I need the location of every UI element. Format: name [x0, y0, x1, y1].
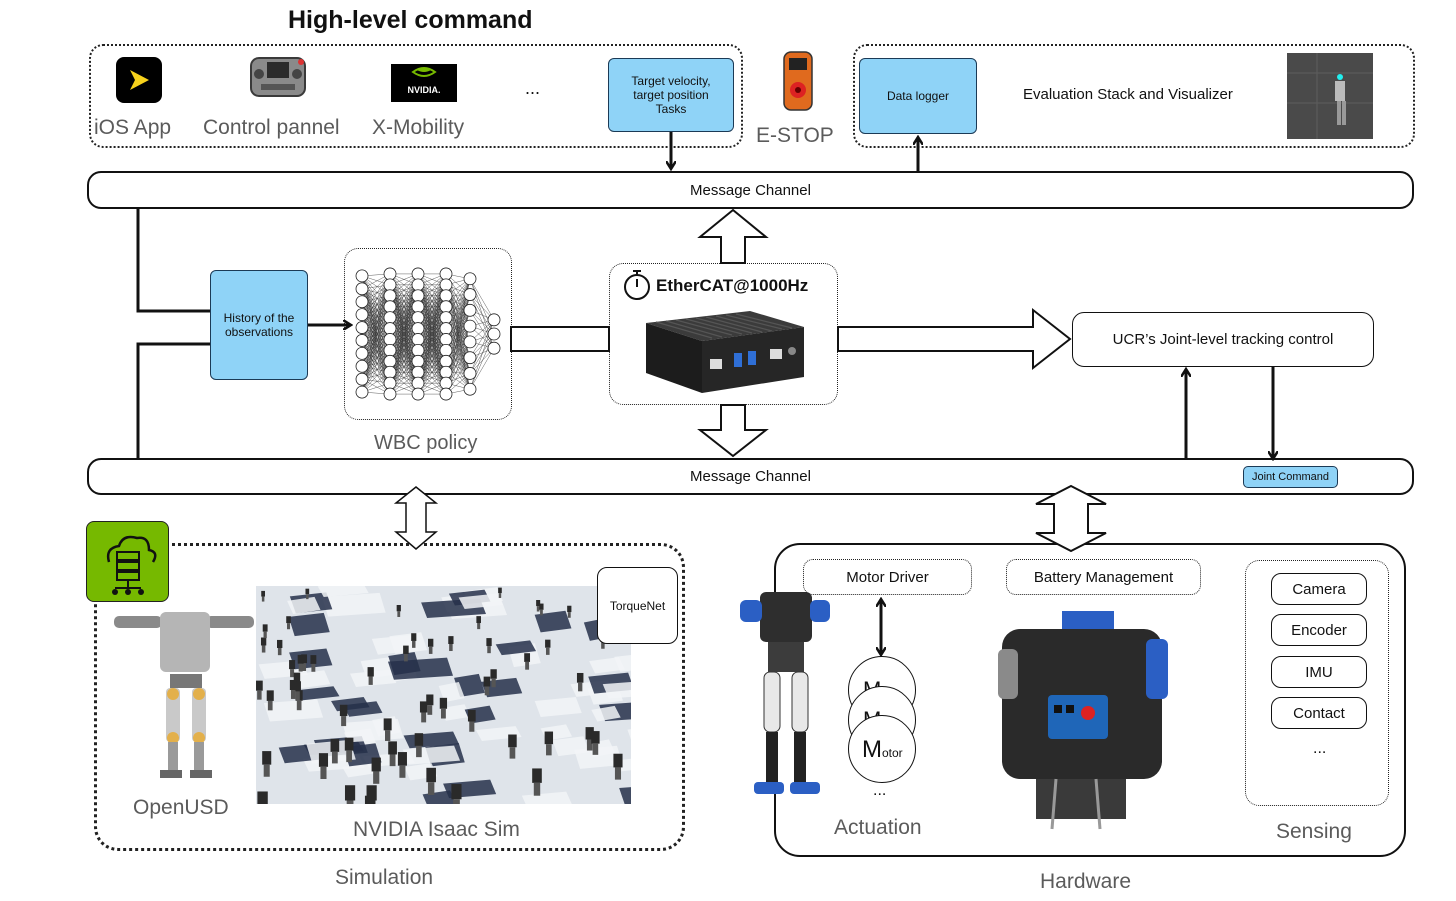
motor-label-small: otor: [882, 746, 903, 760]
openusd-label: OpenUSD: [133, 796, 229, 819]
simulation-group: [94, 543, 685, 851]
simulation-label: Simulation: [335, 866, 434, 889]
estop-device-icon: [781, 50, 815, 112]
sensor-contact: Contact: [1271, 697, 1367, 729]
humanoid-robot-image: [724, 586, 832, 808]
evaluation-label: Evaluation Stack and Visualizer: [1023, 86, 1233, 103]
sensor-imu: IMU: [1271, 656, 1367, 688]
x-mobility-label: X-Mobility: [372, 116, 465, 139]
isaac-sim-render: [256, 586, 631, 804]
joint-command-box: Joint Command: [1243, 466, 1338, 488]
hollow-bar-policy-ethercat: [510, 326, 610, 352]
motor-circle-3: Motor: [848, 715, 916, 783]
high-level-command-group: [89, 44, 743, 148]
visualizer-thumbnail: [1287, 53, 1373, 139]
message-channel-top: Message Channel: [87, 171, 1414, 209]
estop-label: E-STOP: [756, 124, 834, 147]
hardware-label: Hardware: [1040, 870, 1132, 893]
hollow-arrow-ethercat-down: [697, 404, 769, 458]
ios-app-label: iOS App: [94, 116, 172, 139]
nvidia-logo-text: NVIDIA.: [407, 85, 441, 95]
ios-app-icon: [116, 57, 162, 103]
ucr-joint-control-box: UCR’s Joint-level tracking control: [1072, 312, 1374, 367]
control-panel-label: Control pannel: [203, 116, 340, 139]
battery-management-box: Battery Management: [1006, 559, 1201, 595]
sensor-ellipsis: ...: [1313, 740, 1327, 757]
stopwatch-icon: [622, 268, 652, 302]
evaluation-group: [853, 44, 1415, 148]
sensing-group: [1245, 560, 1389, 806]
diagram-title: High-level command: [288, 6, 533, 34]
isaac-sim-label: NVIDIA Isaac Sim: [353, 818, 520, 841]
target-velocity-box: Target velocity, target position Tasks: [608, 58, 734, 132]
data-logger-box: Data logger: [859, 58, 977, 134]
motor-driver-box: Motor Driver: [803, 559, 972, 595]
wbc-policy-label: WBC policy: [374, 432, 478, 454]
double-arrow-hardware: [1035, 484, 1107, 553]
connector-bottom-channel-history: [136, 342, 210, 458]
motor-label-big: M: [862, 736, 882, 763]
motor-ellipsis: ...: [873, 782, 887, 799]
sensor-camera: Camera: [1271, 573, 1367, 605]
ethercat-label: EtherCAT@1000Hz: [656, 276, 809, 295]
control-panel-icon: [247, 52, 309, 102]
more-sources-ellipsis: ...: [525, 78, 541, 98]
hollow-arrow-ethercat-up: [697, 208, 769, 264]
connector-top-channel-history: [136, 209, 210, 313]
embedded-computer-image: [640, 307, 810, 397]
torquenet-box: TorqueNet: [597, 567, 678, 644]
actuation-label: Actuation: [834, 816, 922, 839]
history-observations-box: History of the observations: [210, 270, 308, 380]
nvidia-logo-icon: NVIDIA.: [391, 64, 457, 102]
sensor-encoder: Encoder: [1271, 614, 1367, 646]
sensing-label: Sensing: [1276, 820, 1352, 843]
message-channel-bottom: Message Channel: [87, 458, 1414, 495]
battery-pack-image: [996, 609, 1172, 839]
hollow-arrow-ethercat-to-ucr: [837, 307, 1072, 371]
openusd-robot-image: [110, 608, 258, 783]
double-arrow-simulation: [393, 486, 439, 550]
cloud-server-icon: [86, 521, 169, 602]
